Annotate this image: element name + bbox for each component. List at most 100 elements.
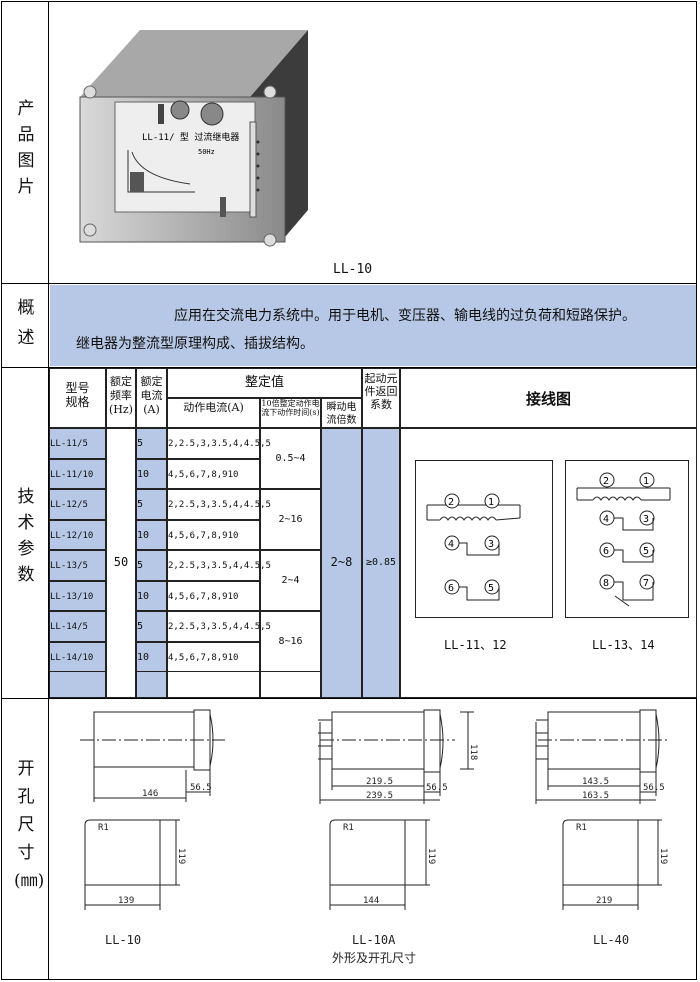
terminal-1: 1: [488, 497, 494, 508]
terminal-3b: 3: [643, 514, 649, 525]
cell-action: 2,2.5,3,3.5,4,4.5,5: [167, 489, 271, 520]
cell-current: 10: [136, 519, 167, 550]
cell-current: 10: [136, 580, 167, 611]
cell-action: 2,2.5,3,3.5,4,4.5,5: [167, 550, 271, 581]
wiring-diagram-1: 2 1 4 3 6 5: [415, 460, 553, 618]
overview-line-2: 继电器为整流型原理构成、插拔结构。: [76, 336, 314, 352]
col-current: [136, 428, 167, 698]
section-label-overview: 概述: [3, 293, 49, 353]
terminal-6b: 6: [603, 546, 609, 557]
dim-ll40-cut-h: 119: [658, 848, 668, 864]
cell-action: 4,5,6,7,8,910: [167, 458, 260, 489]
header-action-current: 动作电流(A): [167, 398, 260, 428]
cell-current: 10: [136, 458, 167, 489]
dim-ll10-r: R1: [98, 823, 109, 833]
terminal-5: 5: [488, 583, 494, 594]
cell-model: LL-11/5: [49, 428, 106, 459]
dim-ll10a-r: R1: [343, 823, 354, 833]
cell-action: 2,2.5,3,3.5,4,4.5,5: [167, 428, 271, 459]
cell-action: 2,2.5,3,3.5,4,4.5,5: [167, 611, 271, 642]
dim-ll10a-cut-h: 119: [426, 848, 436, 864]
terminal-3: 3: [488, 539, 494, 550]
wiring-caption-1: LL-11、12: [444, 638, 507, 652]
terminal-4b: 4: [603, 514, 609, 525]
cell-action: 4,5,6,7,8,910: [167, 580, 260, 611]
col-freq: 50: [106, 428, 136, 698]
cell-delay: 0.5~4: [260, 428, 321, 489]
section-label-tech: 技术参数: [3, 484, 49, 588]
header-delay: 10倍整定动作电流下动作时间(s): [260, 398, 321, 428]
cell-model: LL-14/5: [49, 611, 106, 642]
panel-sub: 50Hz: [198, 148, 215, 156]
overview-panel: 应用在交流电力系统中。用于电机、变压器、输电线的过负荷和短路保护。 继电器为整流…: [50, 285, 696, 366]
header-setting: 整定值: [167, 368, 362, 398]
dims-label-text: 开孔尺寸(㎜): [14, 759, 45, 891]
dim-ll10-w2: 56.5: [190, 783, 212, 793]
panel-title: LL-11/ 型 过流继电器: [142, 131, 239, 143]
terminal-1b: 1: [643, 476, 649, 487]
model-ll40: LL-40: [593, 933, 629, 947]
model-ll10: LL-10: [105, 933, 141, 947]
row-divider-1: [1, 283, 697, 284]
cell-current: 5: [136, 489, 167, 520]
dim-ll40-w3: 163.5: [582, 791, 609, 801]
return-value: ≥0.85: [365, 557, 397, 568]
product-photo: LL-11/ 型 过流继电器 50Hz: [79, 30, 308, 247]
dim-ll40-cut-w: 219: [596, 896, 612, 906]
cell-model: LL-14/10: [49, 641, 106, 672]
freq-value: 50: [113, 555, 129, 569]
wiring-caption-2: LL-13、14: [592, 638, 655, 652]
cell-delay: 2~4: [260, 550, 321, 611]
wiring-diagram-2: 2 1 4 3 6 5 8 7: [565, 460, 689, 618]
cell-action: 4,5,6,7,8,910: [167, 519, 260, 550]
terminal-5b: 5: [643, 546, 649, 557]
col-return: ≥0.85: [362, 428, 400, 698]
label-divider: [48, 1, 49, 980]
row-divider-2: [1, 367, 697, 368]
header-wiring: 接线图: [400, 368, 697, 428]
dim-ll10-cut-w: 139: [118, 896, 134, 906]
cell-action: 4,5,6,7,8,910: [167, 641, 260, 672]
terminal-4: 4: [448, 539, 454, 550]
dim-ll10a-w1: 219.5: [366, 777, 393, 787]
dim-ll10-cut-h: 119: [176, 848, 186, 864]
dim-ll40-w1: 143.5: [582, 777, 609, 787]
dimension-drawings: 146 56.5 219.5 56.5 239.5 118 143.5 56.5…: [80, 709, 670, 965]
cell-delay: 2~16: [260, 489, 321, 550]
row-divider-3: [1, 698, 697, 699]
cell-model: LL-11/10: [49, 458, 106, 489]
dim-ll10a-w3: 239.5: [366, 791, 393, 801]
terminal-8b: 8: [603, 578, 609, 589]
cell-current: 5: [136, 611, 167, 642]
tech-table: 型号规格 额定频率(Hz) 额定电流(A) 整定值 动作电流(A) 10倍整定动…: [49, 368, 697, 698]
dim-ll10a-h: 118: [468, 744, 478, 760]
cell-delay: 8~16: [260, 611, 321, 672]
terminal-7b: 7: [643, 578, 649, 589]
cell-current: 5: [136, 550, 167, 581]
photo-caption: LL-10: [333, 262, 373, 277]
overview-label-text: 概述: [17, 298, 35, 348]
dim-ll10a-cut-w: 144: [363, 896, 379, 906]
terminal-2b: 2: [603, 476, 609, 487]
header-model: 型号规格: [49, 368, 106, 428]
instant-value: 2~8: [330, 555, 353, 569]
header-freq: 额定频率(Hz): [106, 368, 136, 428]
header-instant: 瞬动电流倍数: [321, 398, 362, 428]
cell-current: 5: [136, 428, 167, 459]
dim-ll40-r: R1: [576, 823, 587, 833]
dim-ll40-w2: 56.5: [643, 783, 665, 793]
dim-ll10a-w2: 56.5: [426, 783, 448, 793]
terminal-2: 2: [448, 497, 454, 508]
overview-line-1: 应用在交流电力系统中。用于电机、变压器、输电线的过负荷和短路保护。: [174, 308, 636, 324]
cell-model: LL-13/5: [49, 550, 106, 581]
section-label-dims: 开孔尺寸(㎜): [3, 755, 49, 895]
header-return: 起动元件返回系数: [362, 368, 400, 428]
header-current: 额定电流(A): [136, 368, 167, 428]
photo-label-text: 产品图片: [17, 99, 35, 197]
dims-caption: 外形及开孔尺寸: [332, 951, 416, 965]
cell-model: LL-12/10: [49, 519, 106, 550]
cell-model: LL-13/10: [49, 580, 106, 611]
terminal-6: 6: [448, 583, 454, 594]
model-ll10a: LL-10A: [352, 933, 396, 947]
tech-label-text: 技术参数: [17, 487, 35, 585]
